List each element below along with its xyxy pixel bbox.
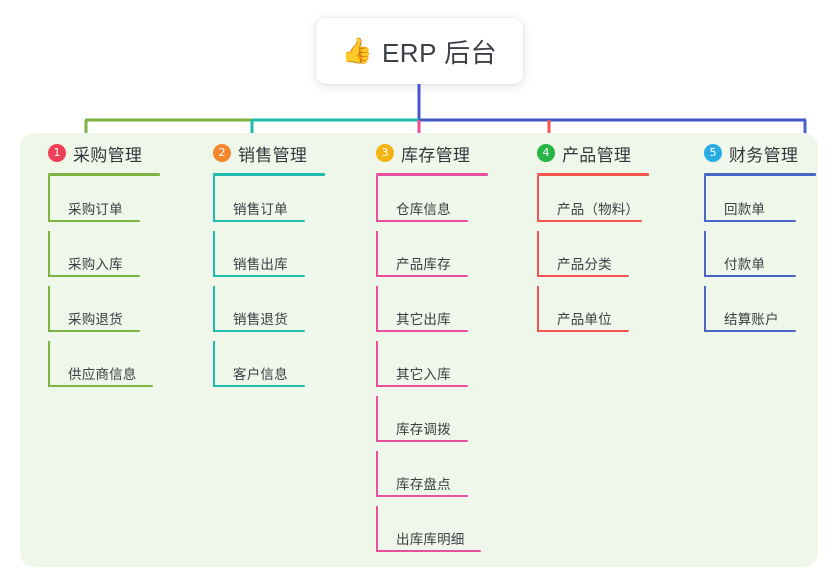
item-label: 其它出库 xyxy=(396,312,451,327)
item-label: 采购入库 xyxy=(68,257,123,272)
branch-number-badge: 5 xyxy=(704,144,722,162)
item-spine xyxy=(704,286,706,332)
item-spine xyxy=(376,451,378,497)
branch-header-2[interactable]: 2 销售管理 xyxy=(199,140,307,166)
item-underline xyxy=(376,440,468,442)
item-spine xyxy=(48,176,50,222)
item-label: 回款单 xyxy=(724,202,766,217)
branch-column-3: 3 库存管理仓库信息产品库存其它出库其它入库库存调拨库存盘点出库库明细 xyxy=(362,140,488,552)
item-spine xyxy=(213,231,215,277)
item-spine xyxy=(48,231,50,277)
branch-number-badge: 2 xyxy=(213,144,231,162)
item-spine xyxy=(537,286,539,332)
item-label: 客户信息 xyxy=(233,367,288,382)
item-underline xyxy=(48,275,140,277)
item-label: 库存调拨 xyxy=(396,422,451,437)
branch-header-3[interactable]: 3 库存管理 xyxy=(362,140,470,166)
item-label: 付款单 xyxy=(724,257,766,272)
item-spine xyxy=(537,231,539,277)
item-label: 库存盘点 xyxy=(396,477,451,492)
branch-title: 采购管理 xyxy=(73,145,143,165)
item-underline xyxy=(213,220,305,222)
item-underline xyxy=(376,275,468,277)
item-underline xyxy=(537,330,629,332)
branch-title: 财务管理 xyxy=(729,145,799,165)
item-underline xyxy=(213,330,305,332)
branch-title: 产品管理 xyxy=(562,145,632,165)
item-underline xyxy=(376,220,468,222)
item-label: 销售退货 xyxy=(233,312,288,327)
item-spine xyxy=(376,176,378,222)
item-spine xyxy=(376,286,378,332)
branch-underline xyxy=(537,173,649,176)
item-label: 仓库信息 xyxy=(396,202,451,217)
item-underline xyxy=(48,330,140,332)
thumbs-up-icon: 👍 xyxy=(341,36,373,65)
item-underline xyxy=(704,220,796,222)
item-label: 销售订单 xyxy=(233,202,288,217)
item-label: 销售出库 xyxy=(233,257,288,272)
item-spine xyxy=(376,231,378,277)
root-node[interactable]: 👍 ERP 后台 xyxy=(316,18,523,84)
item-label: 采购退货 xyxy=(68,312,123,327)
item-spine xyxy=(213,176,215,222)
branch-number-badge: 4 xyxy=(537,144,555,162)
branch-header-5[interactable]: 5 财务管理 xyxy=(690,140,798,166)
item-spine xyxy=(376,506,378,552)
branch-title: 库存管理 xyxy=(401,145,471,165)
item-spine xyxy=(704,176,706,222)
item-spine xyxy=(376,341,378,387)
branch-number-badge: 1 xyxy=(48,144,66,162)
item-label: 产品（物料） xyxy=(557,202,640,217)
branch-underline xyxy=(376,173,488,176)
item-underline xyxy=(704,330,796,332)
branch-underline xyxy=(48,173,160,176)
item-label: 产品库存 xyxy=(396,257,451,272)
branch-header-4[interactable]: 4 产品管理 xyxy=(523,140,631,166)
item-spine xyxy=(48,341,50,387)
branch-title: 销售管理 xyxy=(238,145,308,165)
branch-column-1: 1 采购管理采购订单采购入库采购退货供应商信息 xyxy=(34,140,160,387)
item-underline xyxy=(537,275,629,277)
item-spine xyxy=(213,341,215,387)
item-label: 供应商信息 xyxy=(68,367,137,382)
item-label: 出库库明细 xyxy=(396,532,465,547)
item-label: 其它入库 xyxy=(396,367,451,382)
item-spine xyxy=(537,176,539,222)
item-underline xyxy=(704,275,796,277)
item-underline xyxy=(376,385,468,387)
branch-column-5: 5 财务管理回款单付款单结算账户 xyxy=(690,140,816,332)
item-label: 结算账户 xyxy=(724,312,779,327)
branch-number-badge: 3 xyxy=(376,144,394,162)
item-underline xyxy=(48,385,153,387)
branch-column-2: 2 销售管理销售订单销售出库销售退货客户信息 xyxy=(199,140,325,387)
item-spine xyxy=(376,396,378,442)
root-node-label: ERP 后台 xyxy=(381,37,498,68)
item-underline xyxy=(376,330,468,332)
item-label: 采购订单 xyxy=(68,202,123,217)
item-underline xyxy=(213,275,305,277)
branch-underline xyxy=(704,173,816,176)
item-spine xyxy=(48,286,50,332)
branches-panel xyxy=(20,133,818,567)
branch-underline xyxy=(213,173,325,176)
item-label: 产品单位 xyxy=(557,312,612,327)
item-underline xyxy=(48,220,140,222)
item-underline xyxy=(376,550,481,552)
item-underline xyxy=(537,220,642,222)
item-underline xyxy=(213,385,305,387)
item-spine xyxy=(704,231,706,277)
item-label: 产品分类 xyxy=(557,257,612,272)
branch-header-1[interactable]: 1 采购管理 xyxy=(34,140,142,166)
item-spine xyxy=(213,286,215,332)
branch-column-4: 4 产品管理产品（物料） 产品分类产品单位 xyxy=(523,140,649,332)
item-underline xyxy=(376,495,468,497)
